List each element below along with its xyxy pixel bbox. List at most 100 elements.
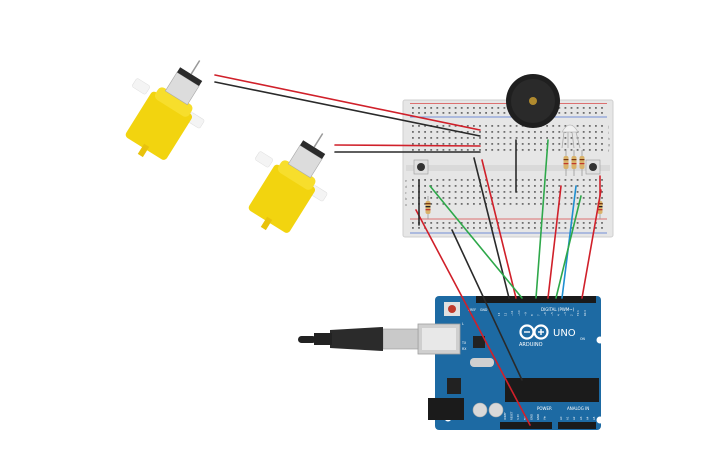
breadboard-hole: [412, 107, 414, 109]
breadboard[interactable]: j i h g f e d c b a: [402, 99, 614, 238]
pin-label: 5V: [523, 416, 527, 420]
wire-green[interactable]: [555, 195, 582, 299]
breadboard-hole: [576, 143, 579, 145]
breadboard-hole: [424, 185, 426, 187]
breadboard-hole: [527, 222, 530, 224]
breadboard-hole: [436, 125, 439, 127]
digital-header[interactable]: [476, 296, 596, 303]
breadboard-hole: [454, 149, 457, 151]
breadboard-hole: [460, 143, 463, 145]
breadboard-hole: [436, 112, 439, 114]
power-header[interactable]: [500, 422, 552, 429]
breadboard-hole: [479, 125, 481, 127]
pushbutton-right[interactable]: [585, 159, 601, 175]
dc-motor-bottom[interactable]: [226, 110, 353, 247]
breadboard-hole: [454, 191, 457, 193]
breadboard-hole: [534, 222, 536, 224]
wire-red[interactable]: [481, 159, 517, 299]
breadboard-hole: [491, 137, 494, 139]
breadboard-hole: [521, 227, 524, 229]
breadboard-hole: [558, 185, 561, 187]
breadboard-hole: [460, 222, 463, 224]
breadboard-hole: [442, 197, 445, 199]
breadboard-hole: [442, 137, 445, 139]
breadboard-hole: [527, 149, 530, 151]
breadboard-hole: [527, 131, 530, 133]
breadboard-hole: [442, 185, 445, 187]
pin-label: A0: [559, 416, 563, 420]
breadboard-hole: [479, 197, 481, 199]
wire-red[interactable]: [334, 144, 481, 147]
breadboard-hole: [546, 203, 548, 205]
breadboard-hole: [595, 131, 597, 133]
breadboard-hole: [601, 191, 603, 193]
arduino-logo-icon: [519, 324, 549, 340]
breadboard-holes: [412, 107, 603, 229]
wires: [214, 74, 602, 426]
breadboard-hole: [454, 185, 457, 187]
breadboard-hole: [448, 191, 451, 193]
breadboard-hole: [509, 149, 512, 151]
breadboard-hole: [558, 137, 561, 139]
pushbutton-left[interactable]: [413, 159, 429, 175]
breadboard-hole: [497, 107, 500, 109]
breadboard-hole: [601, 179, 603, 181]
board-brand: ARDUINO: [519, 342, 543, 348]
wire-black[interactable]: [451, 229, 523, 381]
breadboard-hole: [503, 107, 506, 109]
breadboard-hole: [466, 191, 469, 193]
breadboard-hole: [448, 107, 451, 109]
analog-header[interactable]: [558, 422, 596, 429]
pin-label: ~9: [523, 312, 527, 316]
breadboard-hole: [534, 179, 536, 181]
breadboard-hole: [546, 131, 548, 133]
wire-red[interactable]: [415, 209, 531, 426]
breadboard-hole: [564, 179, 567, 181]
breadboard-hole: [497, 125, 500, 127]
wire-green[interactable]: [429, 185, 523, 299]
usb-cable[interactable]: [298, 327, 419, 351]
breadboard-hole: [509, 143, 512, 145]
breadboard-hole: [412, 179, 414, 181]
row-letter: e: [405, 179, 407, 183]
resistor-group-led[interactable]: [563, 150, 585, 176]
breadboard-hole: [436, 131, 439, 133]
breadboard-hole: [552, 179, 555, 181]
breadboard-hole: [430, 137, 433, 139]
breadboard-hole: [503, 137, 506, 139]
wire-green[interactable]: [535, 139, 549, 299]
breadboard-hole: [582, 197, 585, 199]
wire-red[interactable]: [214, 74, 481, 131]
breadboard-hole: [454, 227, 457, 229]
breadboard-hole: [466, 197, 469, 199]
pin-label: ~5: [550, 312, 554, 316]
breadboard-hole: [576, 191, 579, 193]
breadboard-hole: [430, 191, 433, 193]
row-letter: g: [608, 143, 610, 147]
row-letter: j: [607, 125, 609, 129]
breadboard-hole: [485, 112, 487, 114]
wire-red[interactable]: [547, 185, 562, 299]
breadboard-hole: [509, 125, 512, 127]
breadboard-hole: [546, 197, 548, 199]
pin-label: RESET: [510, 411, 514, 420]
arduino-uno-board[interactable]: UNO ARDUINO DIGITAL (PWM~) POWER ANALOG …: [417, 296, 604, 430]
breadboard-hole: [454, 125, 457, 127]
breadboard-hole: [588, 112, 591, 114]
breadboard-hole: [436, 107, 439, 109]
rgb-led[interactable]: [561, 124, 581, 149]
breadboard-hole: [509, 185, 512, 187]
wire-black[interactable]: [214, 81, 481, 137]
breadboard-hole: [576, 112, 579, 114]
breadboard-hole: [564, 143, 567, 145]
dc-motor-top[interactable]: [103, 37, 230, 174]
breadboard-hole: [442, 112, 445, 114]
piezo-buzzer[interactable]: [506, 74, 560, 128]
on-led-label: ON: [580, 337, 586, 341]
breadboard-hole: [582, 149, 585, 151]
breadboard-hole: [521, 185, 524, 187]
breadboard-hole: [527, 137, 530, 139]
resistor-left[interactable]: [425, 196, 431, 219]
wire-red[interactable]: [581, 189, 602, 299]
